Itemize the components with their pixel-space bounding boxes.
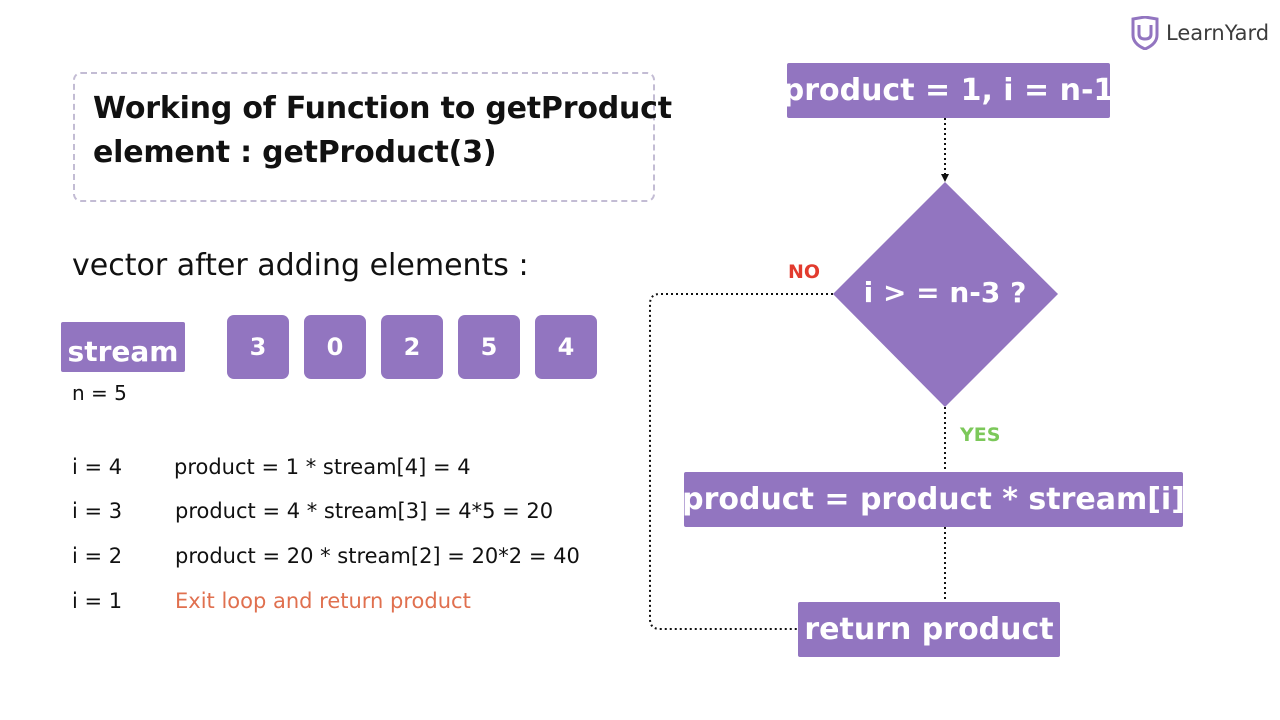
- title-line-2: element : getProduct(3): [93, 135, 497, 170]
- array-cell: 0: [304, 315, 366, 379]
- array-cell: 5: [458, 315, 520, 379]
- update-box: product = product * stream[i]: [682, 472, 1185, 527]
- step-i: i = 4: [72, 455, 123, 479]
- title-box: Working of Function to getProduct elemen…: [73, 72, 672, 202]
- title-line-1: Working of Function to getProduct: [93, 91, 672, 126]
- exit-step-expression: Exit loop and return product: [175, 589, 471, 613]
- logo-text: LearnYard: [1166, 21, 1270, 45]
- n-label: n = 5: [72, 381, 127, 405]
- arrow-no-to-return: [649, 293, 833, 633]
- step-i: i = 3: [72, 499, 123, 523]
- array-cell: 3: [227, 315, 289, 379]
- learnyard-logo: LearnYard: [1130, 16, 1269, 50]
- decision-diamond: [833, 182, 1058, 407]
- step-i: i = 2: [72, 544, 123, 568]
- return-box: return product: [798, 602, 1060, 657]
- init-box: product = 1, i = n-1: [783, 63, 1114, 118]
- step-expression: product = 1 * stream[4] = 4: [174, 455, 471, 479]
- array-cell: 4: [535, 315, 597, 379]
- array-cell: 2: [381, 315, 443, 379]
- step-i: i = 1: [72, 589, 123, 613]
- learnyard-shield-icon: [1131, 16, 1159, 50]
- condition-text: i > = n-3 ?: [863, 276, 1027, 309]
- vector-heading: vector after adding elements :: [72, 248, 529, 283]
- no-label: NO: [788, 261, 821, 283]
- yes-label: YES: [960, 424, 1001, 446]
- step-expression: product = 20 * stream[2] = 20*2 = 40: [175, 544, 580, 568]
- step-expression: product = 4 * stream[3] = 4*5 = 20: [175, 499, 554, 523]
- stream-label: stream: [61, 322, 185, 372]
